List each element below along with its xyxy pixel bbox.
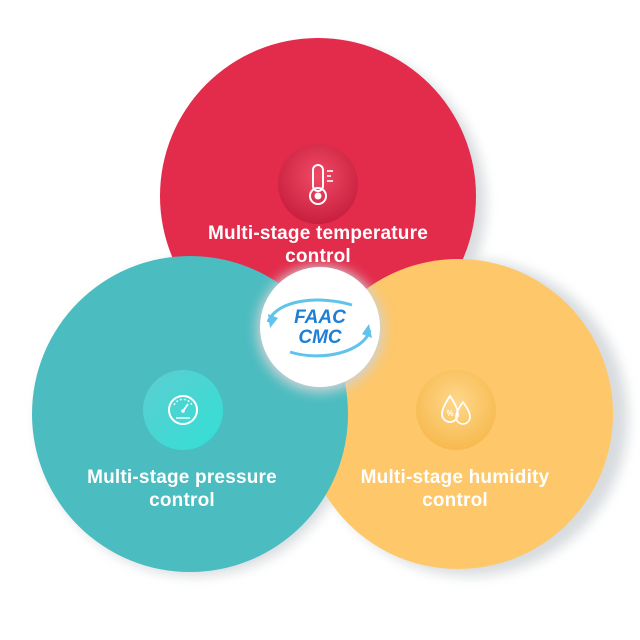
temperature-label: Multi-stage temperature control: [178, 222, 458, 268]
logo-arrow-bottom: [289, 329, 372, 358]
center-logo-text: FAAC CMC: [270, 308, 370, 348]
logo-line-1: FAAC: [294, 307, 346, 328]
humidity-drops-icon: %: [416, 370, 496, 450]
svg-text:%: %: [446, 409, 453, 418]
humidity-label: Multi-stage humidity control: [315, 466, 595, 512]
thermometer-icon: [278, 144, 358, 224]
logo-line-2: CMC: [298, 327, 342, 348]
logo-arrowhead-top: [268, 314, 278, 328]
pressure-label-line-1: Multi-stage pressure: [87, 467, 277, 488]
humidity-label-line-2: control: [422, 490, 488, 511]
temperature-label-line-2: control: [285, 246, 351, 267]
logo-arrow-top: [266, 298, 353, 323]
temperature-label-line-1: Multi-stage temperature: [208, 223, 428, 244]
pressure-label: Multi-stage pressure control: [42, 466, 322, 512]
pressure-label-line-2: control: [149, 490, 215, 511]
center-logo: [257, 266, 383, 392]
logo-arrowhead-bottom: [362, 324, 372, 338]
humidity-label-line-1: Multi-stage humidity: [360, 467, 550, 488]
pressure-gauge-icon: [143, 370, 223, 450]
